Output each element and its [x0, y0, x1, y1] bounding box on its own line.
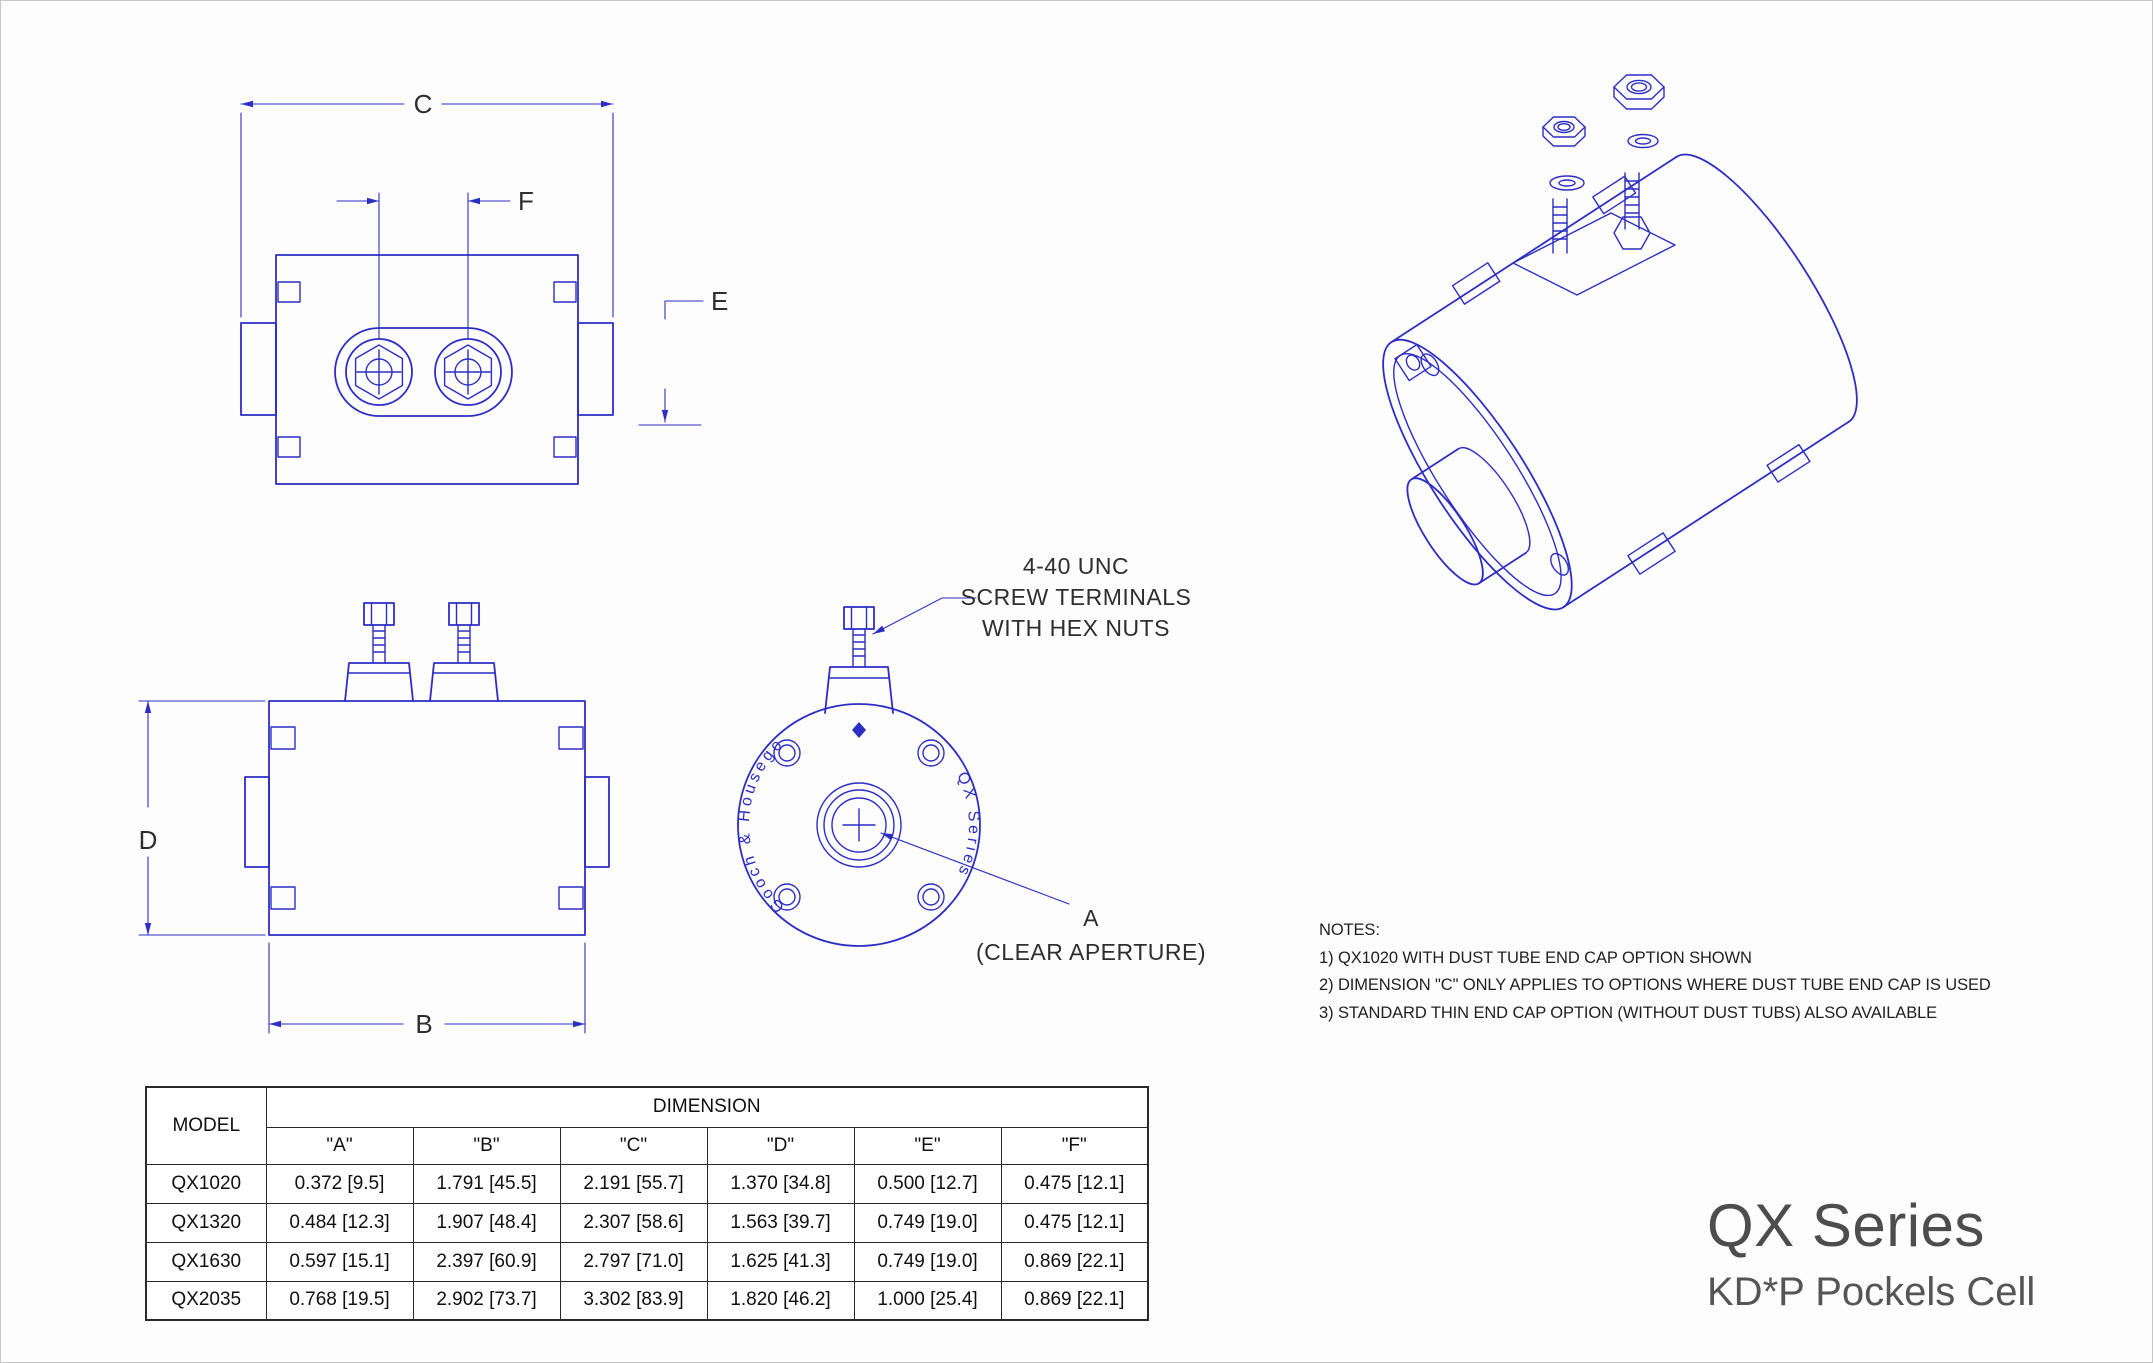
- value-cell: 3.302 [83.9]: [559, 1280, 708, 1321]
- model-cell: QX1320: [145, 1202, 267, 1243]
- dim-label-d: D: [139, 825, 158, 855]
- iso-terminal-hardware: [1512, 172, 1676, 296]
- value-cell: 0.372 [9.5]: [265, 1163, 414, 1204]
- table-col-e: "E": [853, 1126, 1002, 1165]
- dim-label-e: E: [711, 286, 728, 316]
- table-row: QX1630 0.597 [15.1] 2.397 [60.9] 2.797 […: [145, 1241, 1149, 1282]
- iso-exploded-nuts: [1542, 74, 1665, 191]
- table-row: QX1320 0.484 [12.3] 1.907 [48.4] 2.307 […: [145, 1202, 1149, 1243]
- model-cell: QX1630: [145, 1241, 267, 1282]
- dim-label-b: B: [415, 1009, 432, 1039]
- table-col-d: "D": [706, 1126, 855, 1165]
- engraving-left-text: Gooch & Housego: [736, 734, 788, 915]
- dimension-table: MODEL DIMENSION "A" "B" "C" "D" "E" "F" …: [145, 1086, 1149, 1321]
- leader-screw-terminals: [872, 597, 977, 635]
- value-cell: 1.000 [25.4]: [853, 1280, 1002, 1321]
- screw-annotation-line1: 4-40 UNC: [1022, 553, 1130, 579]
- value-cell: 1.563 [39.7]: [706, 1202, 855, 1243]
- table-col-b: "B": [412, 1126, 561, 1165]
- table-header-dimension: DIMENSION: [265, 1086, 1149, 1128]
- model-cell: QX2035: [145, 1280, 267, 1321]
- dimension-f: F: [336, 186, 534, 340]
- front-view: [240, 254, 614, 485]
- value-cell: 1.625 [41.3]: [706, 1241, 855, 1282]
- product-title: KD*P Pockels Cell: [1707, 1270, 2036, 1314]
- note-item: 3) STANDARD THIN END CAP OPTION (WITHOUT…: [1319, 1003, 1938, 1022]
- value-cell: 0.500 [12.7]: [853, 1163, 1002, 1204]
- value-cell: 0.869 [22.1]: [1000, 1280, 1149, 1321]
- model-cell: QX1020: [145, 1163, 267, 1204]
- note-item: 2) DIMENSION "C" ONLY APPLIES TO OPTIONS…: [1319, 976, 1991, 994]
- note-item: 1) QX1020 WITH DUST TUBE END CAP OPTION …: [1319, 948, 1752, 967]
- notes-block: NOTES: 1) QX1020 WITH DUST TUBE END CAP …: [1319, 917, 1991, 1027]
- dim-label-c: C: [414, 89, 433, 119]
- dimension-d: D: [138, 700, 266, 936]
- value-cell: 0.869 [22.1]: [1000, 1241, 1149, 1282]
- value-cell: 2.191 [55.7]: [559, 1163, 708, 1204]
- end-view: Gooch & Housego QX Series: [736, 606, 982, 947]
- value-cell: 1.791 [45.5]: [412, 1163, 561, 1204]
- value-cell: 0.475 [12.1]: [1000, 1202, 1149, 1243]
- value-cell: 0.597 [15.1]: [265, 1241, 414, 1282]
- screw-annotation-line3: WITH HEX NUTS: [982, 615, 1170, 641]
- aperture-caption: (CLEAR APERTURE): [976, 939, 1206, 965]
- screw-annotation-line2: SCREW TERMINALS: [960, 584, 1192, 610]
- value-cell: 0.768 [19.5]: [265, 1280, 414, 1321]
- value-cell: 0.484 [12.3]: [265, 1202, 414, 1243]
- value-cell: 1.370 [34.8]: [706, 1163, 855, 1204]
- table-col-a: "A": [265, 1126, 414, 1165]
- iso-view: [1382, 74, 1858, 611]
- table-row: QX1020 0.372 [9.5] 1.791 [45.5] 2.191 [5…: [145, 1163, 1149, 1204]
- table-col-f: "F": [1000, 1126, 1149, 1165]
- dimension-b: B: [268, 942, 586, 1039]
- index-mark: [852, 722, 866, 738]
- table-header-model: MODEL: [145, 1086, 267, 1165]
- value-cell: 0.749 [19.0]: [853, 1202, 1002, 1243]
- screw-terminal-annotation: 4-40 UNC SCREW TERMINALS WITH HEX NUTS: [956, 551, 1196, 644]
- dimension-e: E: [638, 286, 728, 426]
- series-title: QX Series: [1707, 1192, 1985, 1259]
- value-cell: 1.907 [48.4]: [412, 1202, 561, 1243]
- value-cell: 2.397 [60.9]: [412, 1241, 561, 1282]
- table-row: QX2035 0.768 [19.5] 2.902 [73.7] 3.302 […: [145, 1280, 1149, 1321]
- dim-label-f: F: [518, 186, 534, 216]
- value-cell: 0.475 [12.1]: [1000, 1163, 1149, 1204]
- title-block: QX Series KD*P Pockels Cell: [1707, 1191, 2035, 1315]
- leader-clear-aperture: [880, 832, 1070, 905]
- value-cell: 2.797 [71.0]: [559, 1241, 708, 1282]
- value-cell: 0.749 [19.0]: [853, 1241, 1002, 1282]
- dimension-c: C: [240, 89, 614, 318]
- side-view: [244, 602, 610, 936]
- value-cell: 2.902 [73.7]: [412, 1280, 561, 1321]
- table-col-c: "C": [559, 1126, 708, 1165]
- clear-aperture-annotation: A (CLEAR APERTURE): [946, 901, 1236, 969]
- notes-heading: NOTES:: [1319, 921, 1380, 939]
- value-cell: 1.820 [46.2]: [706, 1280, 855, 1321]
- aperture-label: A: [1083, 905, 1099, 931]
- value-cell: 2.307 [58.6]: [559, 1202, 708, 1243]
- engraving-right-text: QX Series: [953, 769, 982, 880]
